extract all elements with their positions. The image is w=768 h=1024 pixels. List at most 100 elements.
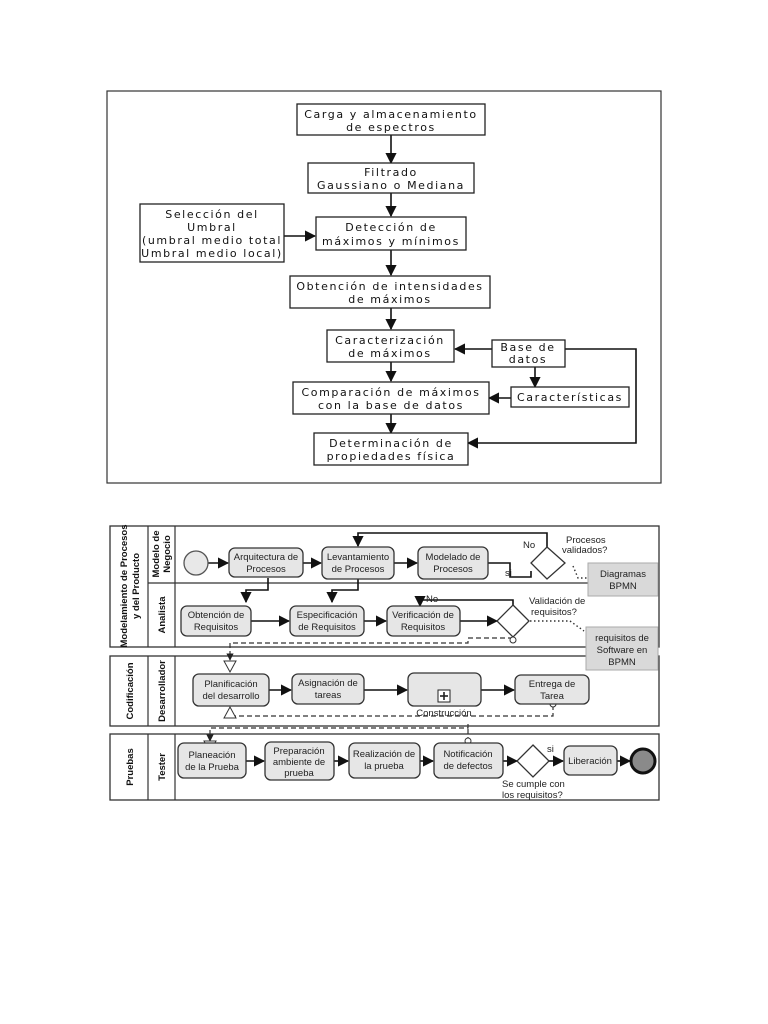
svg-text:Procesos: Procesos [433,564,473,575]
svg-text:Procesos: Procesos [246,564,286,575]
gateway-cumple-label-1: Se cumple con [502,779,565,790]
svg-text:Notificación: Notificación [443,749,492,760]
svg-text:Pruebas: Pruebas [125,748,136,786]
message-start-marker [509,636,517,644]
box-deteccion: Detección de máximos y mínimos [315,216,467,251]
svg-text:de Requisitos: de Requisitos [298,622,356,633]
svg-text:Especificación: Especificación [297,610,358,621]
svg-text:Determinación de: Determinación de [329,437,453,450]
lane-modelo-negocio: Modelo de [151,531,162,578]
svg-text:propiedades física: propiedades física [327,450,456,463]
svg-text:Carga y almacenamiento: Carga y almacenamiento [304,108,478,121]
task-arquitectura: Arquitectura de Procesos [228,547,304,578]
svg-text:con la base de datos: con la base de datos [318,399,464,412]
svg-text:Negocio: Negocio [162,535,173,573]
assoc-diagramas [572,565,592,579]
svg-text:Liberación: Liberación [568,756,612,767]
bpmn-diagram: Modelamiento de Procesos y del Producto … [109,524,660,801]
flow-modelado-gateway [488,562,532,578]
task-entrega: Entrega de Tarea [514,674,590,705]
lane-tester: Tester [157,753,168,781]
task-planificacion: Planificación del desarrollo [192,673,270,707]
svg-text:Software en: Software en [597,645,648,656]
task-notificacion: Notificación de defectos [433,742,504,779]
message-to-planificacion [226,637,513,661]
flow-modelo-to-analista-2 [326,579,359,604]
svg-text:Modelamiento de Procesos: Modelamiento de Procesos [119,524,130,647]
flow-gateway-no-loop [352,532,548,548]
svg-text:datos: datos [509,353,548,366]
task-realizacion: Realización de la prueba [348,742,421,779]
task-especificacion: Especificación de Requisitos [289,605,365,637]
gateway-procesos-label-2: validados? [562,545,607,556]
svg-text:Características: Características [517,391,623,404]
svg-text:Arquitectura de: Arquitectura de [234,552,298,563]
svg-text:Requisitos: Requisitos [194,622,239,633]
label-no-2: No [426,594,438,605]
svg-text:BPMN: BPMN [609,581,637,592]
message-triangle-planificacion-bottom [223,705,237,719]
svg-text:Detección de: Detección de [345,221,437,234]
box-caracterizacion: Caracterización de máximos [326,329,455,363]
label-si-1: si [505,568,512,579]
svg-text:Gaussiano o Mediana: Gaussiano o Mediana [317,179,465,192]
svg-text:prueba: prueba [284,768,314,779]
task-preparacion: Preparación ambiente de prueba [264,741,335,781]
flow-modelo-to-analista-1 [240,578,269,604]
svg-text:Umbral medio local): Umbral medio local) [141,247,283,260]
task-planeacion: Planeación de la Prueba [177,742,247,779]
lane-desarrollador: Desarrollador [157,660,168,722]
svg-text:Diagramas: Diagramas [600,569,646,580]
svg-text:requisitos de: requisitos de [595,633,649,644]
svg-text:Selección del: Selección del [165,208,259,221]
gateway-procesos-label-1: Procesos [566,535,606,546]
artifact-requisitos-software: requisitos de Software en BPMN [585,626,659,671]
task-levantamiento: Levantamiento de Procesos [321,546,395,580]
svg-text:tareas: tareas [315,690,342,701]
svg-text:Obtención de intensidades: Obtención de intensidades [296,280,483,293]
svg-text:(umbral medio total: (umbral medio total [142,234,282,247]
box-filtrado: Filtrado Gaussiano o Mediana [307,162,475,194]
box-caracteristicas: Características [510,386,630,408]
svg-text:de la Prueba: de la Prueba [185,762,240,773]
svg-text:Verificación de: Verificación de [392,610,454,621]
svg-text:Preparación: Preparación [273,746,324,757]
svg-text:de máximos: de máximos [348,293,431,306]
svg-text:y del Producto: y del Producto [131,553,142,619]
spectra-flowchart: Carga y almacenamiento de espectros Filt… [106,90,662,484]
task-modelado: Modelado de Procesos [417,546,489,580]
start-event [183,550,209,576]
task-verificacion: Verificación de Requisitos [386,605,461,637]
svg-text:del desarrollo: del desarrollo [202,691,259,702]
label-si-3: si [547,744,554,755]
assoc-requisitos [530,620,585,632]
svg-text:de Procesos: de Procesos [332,564,385,575]
svg-text:Tarea: Tarea [540,691,564,702]
flow-validacion-no-loop [414,595,514,608]
svg-text:Caracterización: Caracterización [335,334,445,347]
gateway-validacion-label-2: requisitos? [531,607,577,618]
message-to-planeacion [206,724,469,742]
svg-text:Entrega de: Entrega de [529,679,575,690]
task-construccion: Construcción [407,672,482,719]
box-comparacion: Comparación de máximos con la base de da… [292,381,490,415]
svg-text:Umbral: Umbral [187,221,237,234]
gateway-cumple-label-2: los requisitos? [502,790,563,801]
svg-text:de espectros: de espectros [346,121,436,134]
svg-text:Codificación: Codificación [125,662,136,719]
task-obtencion-requisitos: Obtención de Requisitos [180,605,252,637]
svg-text:Requisitos: Requisitos [401,622,446,633]
svg-text:la prueba: la prueba [364,761,404,772]
svg-text:de defectos: de defectos [443,761,492,772]
svg-text:Planificación: Planificación [204,679,257,690]
svg-text:Comparación de máximos: Comparación de máximos [301,386,480,399]
gateway-validacion-label-1: Validación de [529,596,585,607]
svg-text:Realización de: Realización de [353,749,415,760]
lane-analista: Analista [157,596,168,634]
gateway-cumple-requisitos [516,744,550,778]
box-carga: Carga y almacenamiento de espectros [296,103,486,136]
svg-text:Modelado de: Modelado de [426,552,481,563]
svg-text:Base de: Base de [500,341,555,354]
svg-text:de máximos: de máximos [348,347,431,360]
